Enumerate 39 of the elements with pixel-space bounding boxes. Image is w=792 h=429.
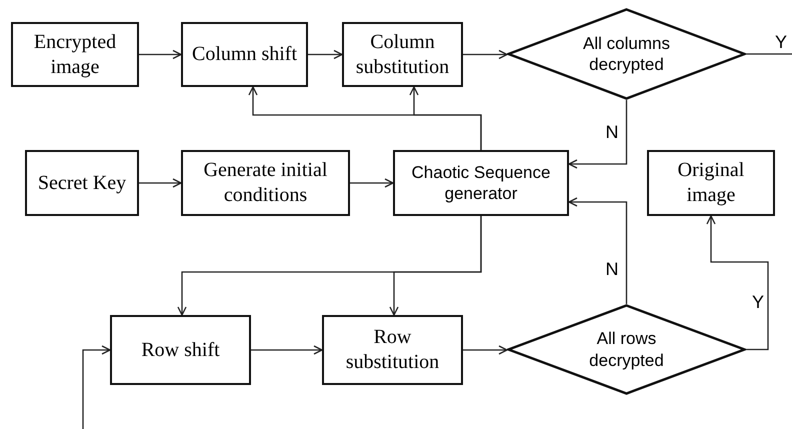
- node-label: Column shift: [190, 42, 298, 67]
- process-box: [181, 22, 308, 87]
- node-label: All columns decrypted: [582, 32, 671, 76]
- arrow: [409, 86, 482, 150]
- node-label: Column substitution: [354, 30, 450, 80]
- arrow: [706, 215, 769, 350]
- arrow: [568, 100, 628, 169]
- edge-label: N: [604, 123, 620, 141]
- process-box: [110, 315, 251, 385]
- arrow: [139, 50, 182, 60]
- edge-label: Y: [751, 293, 765, 311]
- decision-diamond: [507, 8, 746, 100]
- decision-diamond: [507, 304, 746, 395]
- arrow: [82, 345, 111, 429]
- arrow: [463, 50, 508, 60]
- arrow: [568, 197, 628, 304]
- node-label: All rows decrypted: [588, 328, 665, 371]
- process-box: [181, 150, 350, 216]
- arrow: [463, 345, 508, 355]
- node-label: Original image: [676, 158, 746, 208]
- process-box: [393, 150, 569, 216]
- node-label: Row substitution: [344, 325, 440, 375]
- node-label: Row shift: [140, 338, 221, 362]
- node-label: Secret Key: [36, 170, 128, 196]
- process-box: [11, 22, 139, 87]
- edge-label: Y: [774, 33, 788, 51]
- arrow: [350, 178, 394, 188]
- arrow: [389, 216, 482, 316]
- arrow: [251, 345, 323, 355]
- process-box: [647, 150, 775, 216]
- node-label: Encrypted image: [32, 30, 118, 80]
- arrow: [308, 50, 343, 60]
- process-box: [25, 150, 139, 216]
- node-label: Chaotic Sequence generator: [410, 162, 552, 204]
- node-label: Generate initial conditions: [202, 158, 328, 208]
- process-box: [342, 22, 463, 87]
- arrow: [139, 178, 182, 188]
- edge-label: N: [604, 260, 620, 278]
- process-box: [322, 315, 463, 385]
